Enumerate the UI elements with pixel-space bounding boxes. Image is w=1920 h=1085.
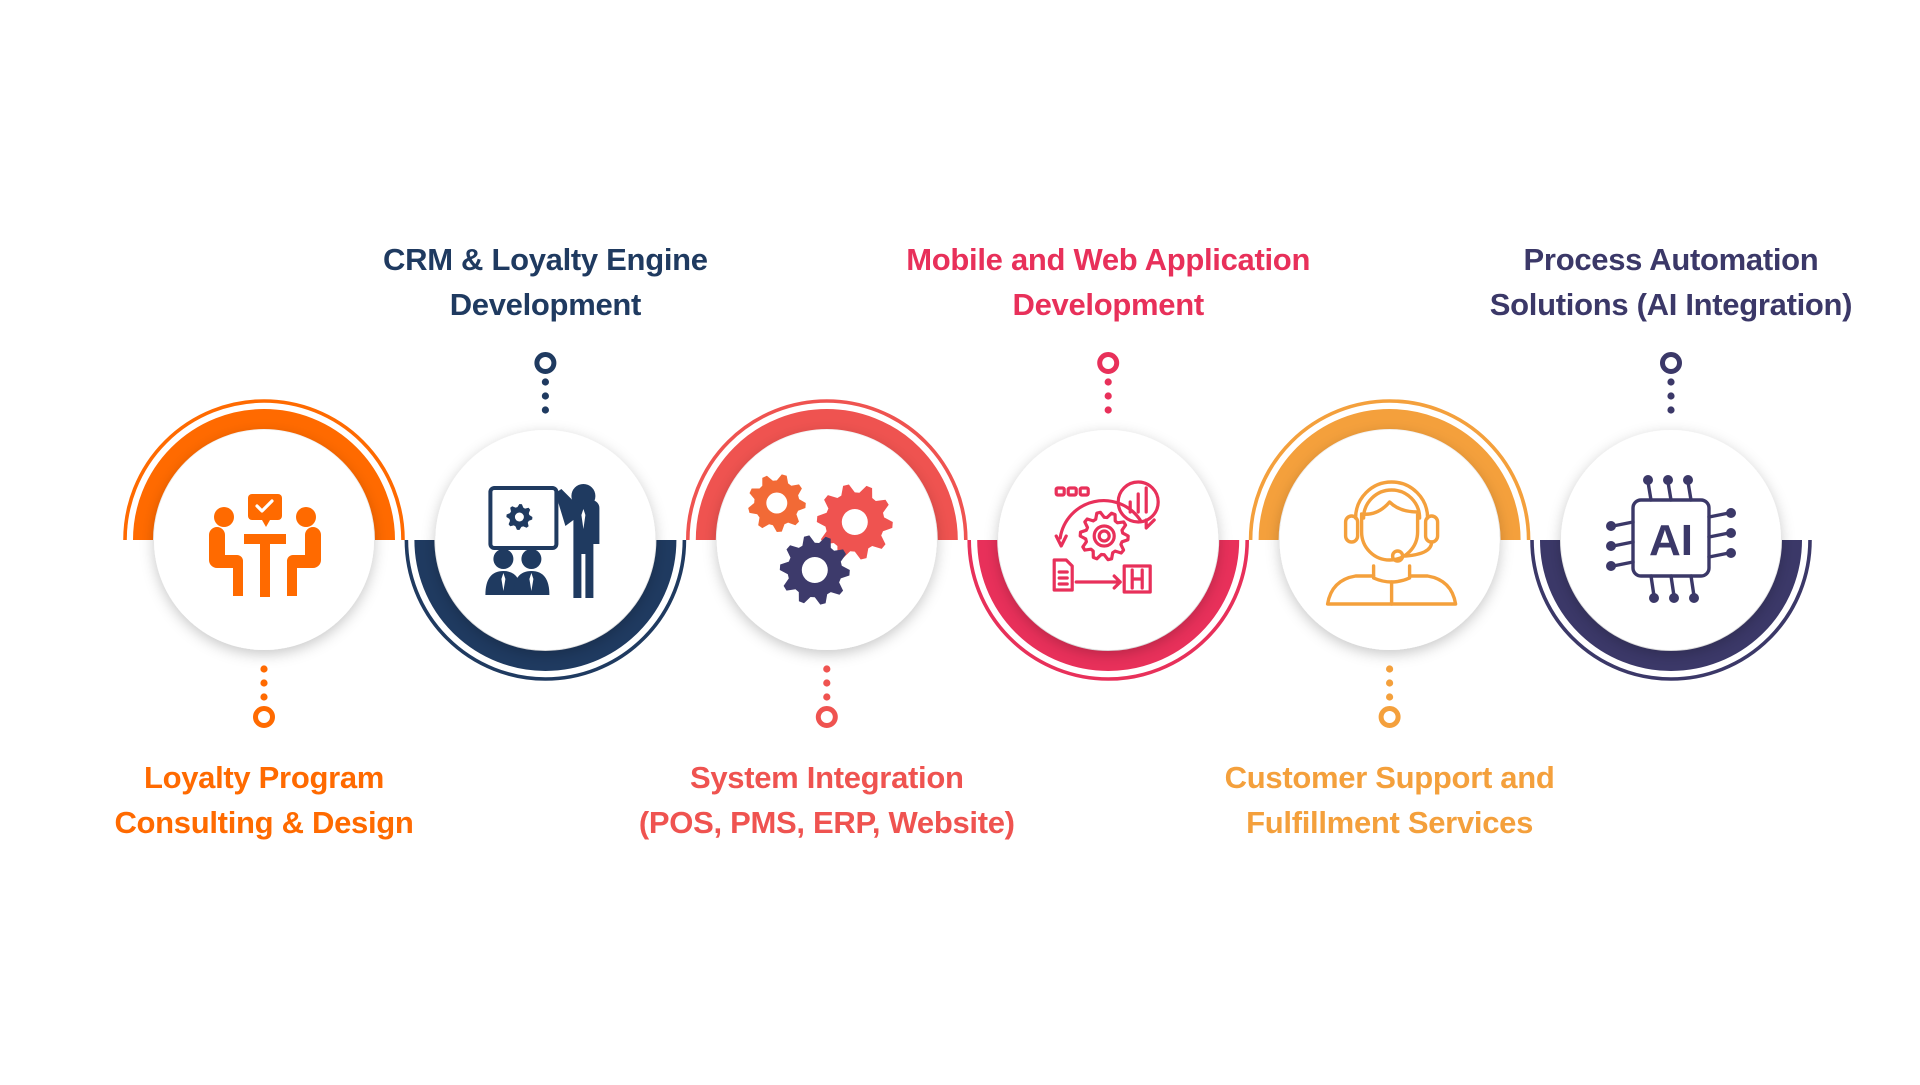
step-2-connector-dot-1 [541, 378, 550, 386]
step-4-connector [1097, 352, 1120, 414]
step-1-connector [253, 665, 275, 728]
step-5-connector-dot-3 [1386, 693, 1394, 701]
step-3-arc-band [695, 409, 958, 541]
step-3-label-line-2: (POS, PMS, ERP, Website) [638, 805, 1015, 840]
step-4-connector-dot-2 [1104, 392, 1112, 400]
step-3-arc-ring [686, 399, 968, 541]
step-5-arc [1248, 399, 1531, 541]
step-6-circle [1561, 430, 1781, 650]
step-4-node [998, 430, 1219, 650]
step-1-arc-band [133, 409, 395, 541]
presentation-icon [485, 484, 600, 598]
headset-support-icon [1325, 480, 1458, 606]
step-1-arc [123, 399, 405, 541]
step-3-label-line-1: System Integration [689, 760, 964, 795]
step-5-connector-ring-icon [1378, 706, 1401, 728]
step-4-connector-dot-1 [1104, 378, 1112, 386]
step-1-label: Loyalty Program Consulting & Design [4, 755, 524, 845]
step-2-node [435, 430, 656, 650]
step-4-connector-ring-icon [1097, 352, 1120, 374]
step-2-connector [534, 352, 557, 414]
step-1-connector-dot-3 [260, 693, 268, 701]
step-6-label: Process Automation Solutions (AI Integra… [1411, 237, 1920, 327]
step-3-connector-dot-1 [823, 665, 831, 673]
step-5-arc-ring [1248, 399, 1531, 541]
step-2-circle [435, 430, 656, 650]
step-1-label-line-1: Loyalty Program [143, 760, 385, 795]
step-4-arc-ring [967, 539, 1249, 681]
step-1-arc-ring [123, 399, 405, 541]
meeting-consulting-icon [209, 494, 321, 597]
step-6-arc-band [1540, 539, 1802, 671]
step-3-node [716, 430, 937, 650]
step-2-arc [404, 539, 687, 681]
step-3-label: System Integration (POS, PMS, ERP, Websi… [567, 755, 1087, 845]
step-5-circle [1279, 430, 1500, 650]
step-1-label-line-2: Consulting & Design [114, 805, 414, 840]
step-5-label: Customer Support and Fulfillment Service… [1130, 755, 1650, 845]
step-4-arc [967, 539, 1249, 681]
step-1-connector-dot-2 [260, 679, 268, 687]
gears-icon [748, 474, 893, 605]
step-3-connector-ring-icon [815, 706, 838, 728]
step-5-connector-dot-2 [1386, 679, 1394, 687]
step-3-connector-dot-3 [823, 693, 831, 701]
step-1-connector-ring-icon [253, 706, 275, 728]
step-6-connector [1660, 352, 1682, 414]
step-4-label: Mobile and Web Application Development [848, 237, 1368, 327]
step-6-label-line-2: Solutions (AI Integration) [1489, 287, 1853, 322]
step-2-arc-ring [404, 539, 687, 681]
step-6-connector-ring-icon [1660, 352, 1682, 374]
step-3-arc [686, 399, 968, 541]
step-4-label-line-1: Mobile and Web Application [906, 242, 1311, 277]
step-3-connector-dot-2 [823, 679, 831, 687]
step-2-connector-ring-icon [534, 352, 557, 374]
step-6-connector-dot-2 [1667, 392, 1675, 400]
step-5-connector [1378, 665, 1401, 728]
ai-chip-text: AI [1649, 516, 1693, 565]
ai-chip-icon: AI [1606, 475, 1736, 603]
step-6-connector-dot-1 [1667, 378, 1675, 386]
step-4-arc-band [977, 539, 1240, 671]
step-6-node: AI [1561, 430, 1781, 650]
step-2-label: CRM & Loyalty Engine Development [285, 237, 805, 327]
step-3-connector [815, 665, 838, 728]
step-5-label-line-2: Fulfillment Services [1246, 805, 1534, 840]
step-4-connector-dot-3 [1104, 406, 1112, 414]
step-5-label-line-1: Customer Support and [1224, 760, 1555, 795]
step-5-node [1279, 430, 1500, 650]
step-2-connector-dot-2 [541, 392, 550, 400]
step-6-arc [1530, 539, 1812, 681]
step-1-connector-dot-1 [260, 665, 268, 673]
step-6-connector-dot-3 [1667, 406, 1675, 414]
step-6-arc-ring [1530, 539, 1812, 681]
step-1-node [154, 430, 374, 650]
app-development-icon [1052, 480, 1160, 594]
step-6-label-line-1: Process Automation [1523, 242, 1819, 277]
step-5-connector-dot-1 [1386, 665, 1394, 673]
step-2-connector-dot-3 [541, 406, 550, 414]
step-2-arc-band [414, 539, 677, 671]
step-2-label-line-1: CRM & Loyalty Engine [383, 242, 708, 277]
step-4-label-line-2: Development [1012, 287, 1205, 322]
step-5-arc-band [1258, 409, 1521, 541]
step-2-label-line-2: Development [449, 287, 642, 322]
